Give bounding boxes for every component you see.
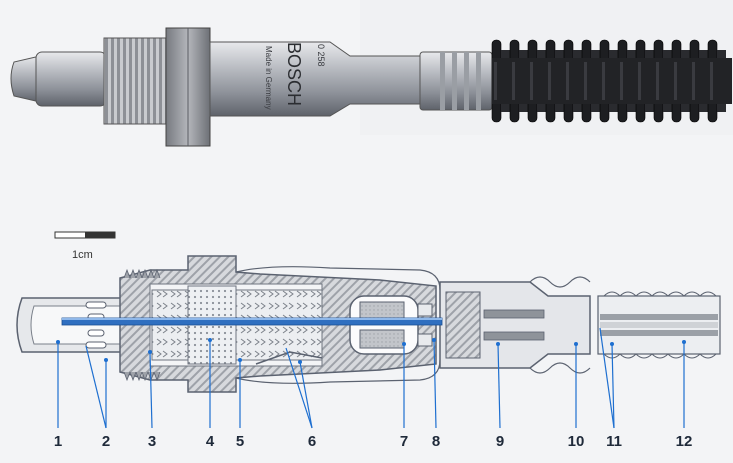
sensor-cross-section	[16, 255, 721, 393]
brand-print: BOSCH	[284, 42, 304, 106]
cable-corrugation	[603, 291, 717, 359]
leader-dot-5	[238, 358, 242, 362]
leader-dot-7	[402, 342, 406, 346]
leader-dot-4	[208, 338, 212, 342]
thread-section	[103, 37, 167, 125]
leader-line-3	[149, 351, 153, 429]
part-number-8: 8	[432, 433, 440, 450]
disc-spring	[255, 351, 323, 365]
part-number-6: 6	[308, 433, 316, 450]
leader-branch-2	[85, 345, 107, 429]
leader-dot-1	[56, 340, 60, 344]
leader-dot-6	[298, 360, 302, 364]
part-number-5: 5	[236, 433, 244, 450]
leader-branch-6	[285, 347, 313, 429]
leader-dot-11	[610, 342, 614, 346]
leader-dot-10	[574, 342, 578, 346]
part-number-print: 0 258	[316, 44, 326, 67]
crimp-rings	[440, 52, 481, 110]
scale-bar: 1cm	[54, 231, 116, 261]
part-number-7: 7	[400, 433, 408, 450]
leader-dot-8	[432, 338, 436, 342]
scale-label: 1cm	[72, 249, 93, 261]
leader-dot-2	[104, 358, 108, 362]
part-number-2: 2	[102, 433, 110, 450]
leader-line-8	[433, 339, 437, 429]
part-number-1: 1	[54, 433, 62, 450]
part-number-11: 11	[606, 433, 622, 450]
leader-dot-9	[496, 342, 500, 346]
part-number-3: 3	[148, 433, 156, 450]
part-number-10: 10	[568, 433, 585, 450]
leader-lines	[56, 327, 686, 429]
leader-dot-3	[148, 350, 152, 354]
leader-line-9	[497, 343, 501, 429]
protective-tube	[35, 51, 107, 107]
leader-branch-11	[599, 327, 615, 429]
leader-line-6	[299, 361, 313, 429]
sensor-photo: BOSCH Made in Germany 0 258	[10, 27, 732, 147]
part-number-12: 12	[676, 433, 693, 450]
part-number-9: 9	[496, 433, 504, 450]
cable-hose	[491, 39, 732, 123]
leader-line-11	[611, 343, 615, 429]
made-in-print: Made in Germany	[264, 46, 273, 110]
part-number-4: 4	[206, 433, 215, 450]
leader-dot-12	[682, 340, 686, 344]
